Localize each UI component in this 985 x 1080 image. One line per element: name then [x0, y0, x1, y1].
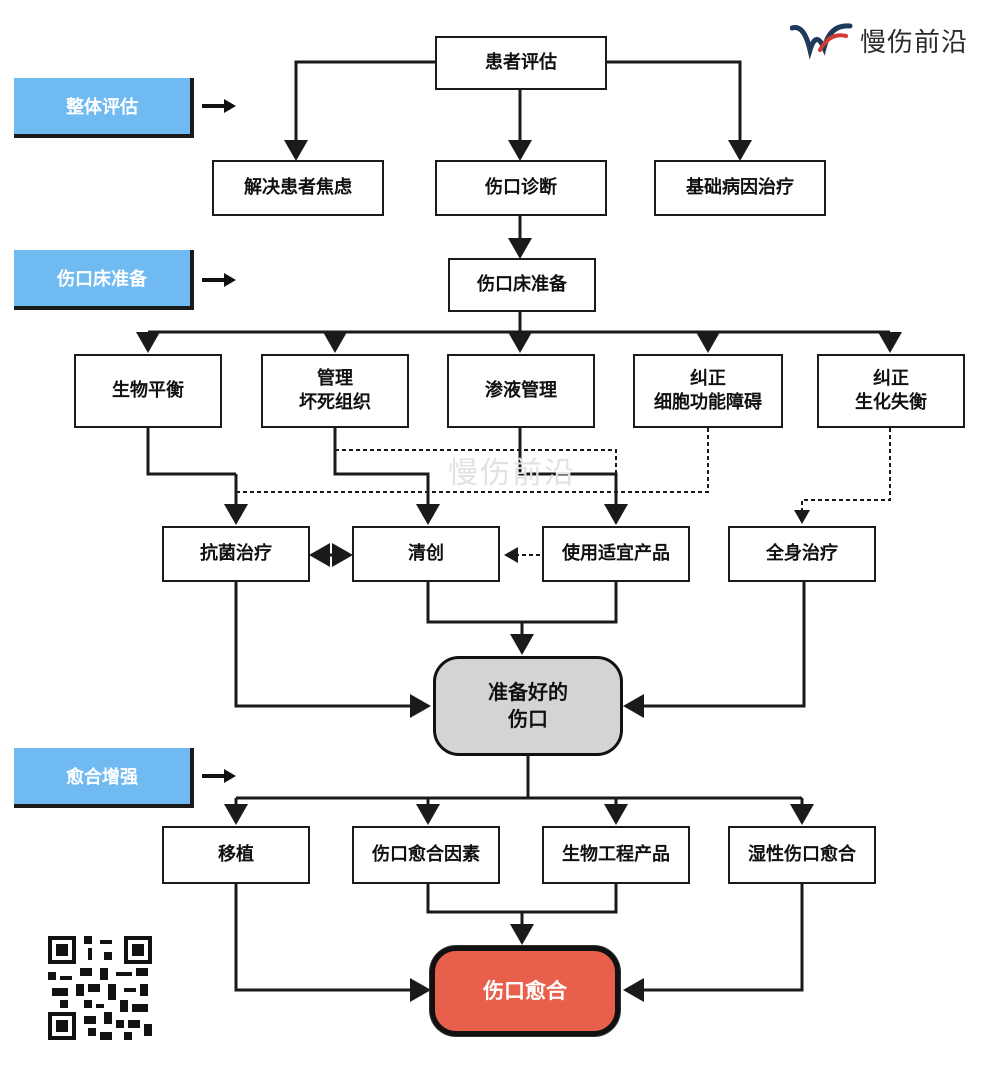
- right-arrow-icon: [202, 99, 236, 113]
- node-wound-bed-prep: 伤口床准备: [448, 258, 596, 312]
- node-exudate-management: 渗液管理: [447, 354, 595, 428]
- dash-dysfunction-antibacterial: [236, 428, 709, 493]
- stage-wound-bed-prep: 伤口床准备: [14, 250, 194, 310]
- stage-holistic-assessment: 整体评估: [14, 78, 194, 138]
- node-appropriate-products: 使用适宜产品: [542, 526, 690, 582]
- edge-debridement-ready: [426, 582, 618, 624]
- dash-biochem-systemic: [794, 428, 891, 524]
- node-wound-healed: 伤口愈合: [430, 946, 620, 1036]
- node-healing-factors: 伤口愈合因素: [352, 826, 500, 884]
- edge-moist-healed: [623, 884, 804, 1002]
- node-address-anxiety: 解决患者焦虑: [212, 160, 384, 216]
- stage-healing-enhancement: 愈合增强: [14, 748, 194, 808]
- right-arrow-icon: [202, 273, 236, 287]
- node-manage-necrosis: 管理 坏死组织: [261, 354, 409, 428]
- logo-icon: [790, 23, 853, 60]
- watermark: 慢伤前沿: [448, 456, 576, 491]
- edge-systemic-ready: [623, 582, 806, 718]
- edge-graft-healed: [234, 884, 431, 1002]
- node-moist-healing: 湿性伤口愈合: [728, 826, 876, 884]
- node-underlying-cause: 基础病因治疗: [654, 160, 826, 216]
- edge-assessment-anxiety: [284, 60, 435, 161]
- edge-assessment-underlying: [606, 60, 752, 161]
- node-patient-assessment: 患者评估: [435, 36, 607, 90]
- brand-logo: 慢伤前沿: [790, 16, 968, 64]
- edge-necrosis-debridement: [333, 428, 440, 525]
- node-antibacterial: 抗菌治疗: [162, 526, 310, 582]
- brand-name: 慢伤前沿: [860, 27, 969, 58]
- node-systemic-therapy: 全身治疗: [728, 526, 876, 582]
- node-graft: 移植: [162, 826, 310, 884]
- dash-necrosis-products: [335, 449, 617, 500]
- edge-antibacterial-ready: [234, 582, 431, 718]
- qr-code-icon: [48, 936, 152, 1040]
- node-wound-diagnosis: 伤口诊断: [435, 160, 607, 216]
- node-correct-biochem: 纠正 生化失衡: [817, 354, 965, 428]
- node-prepared-wound: 准备好的 伤口: [433, 656, 623, 756]
- right-arrow-icon: [202, 769, 236, 783]
- edge-bio-antibacterial: [146, 428, 236, 476]
- node-bioengineered: 生物工程产品: [542, 826, 690, 884]
- node-bio-balance: 生物平衡: [74, 354, 222, 428]
- node-correct-dysfunction: 纠正 细胞功能障碍: [633, 354, 783, 428]
- node-debridement: 清创: [352, 526, 500, 582]
- edge-factors-bioeng: [426, 884, 618, 914]
